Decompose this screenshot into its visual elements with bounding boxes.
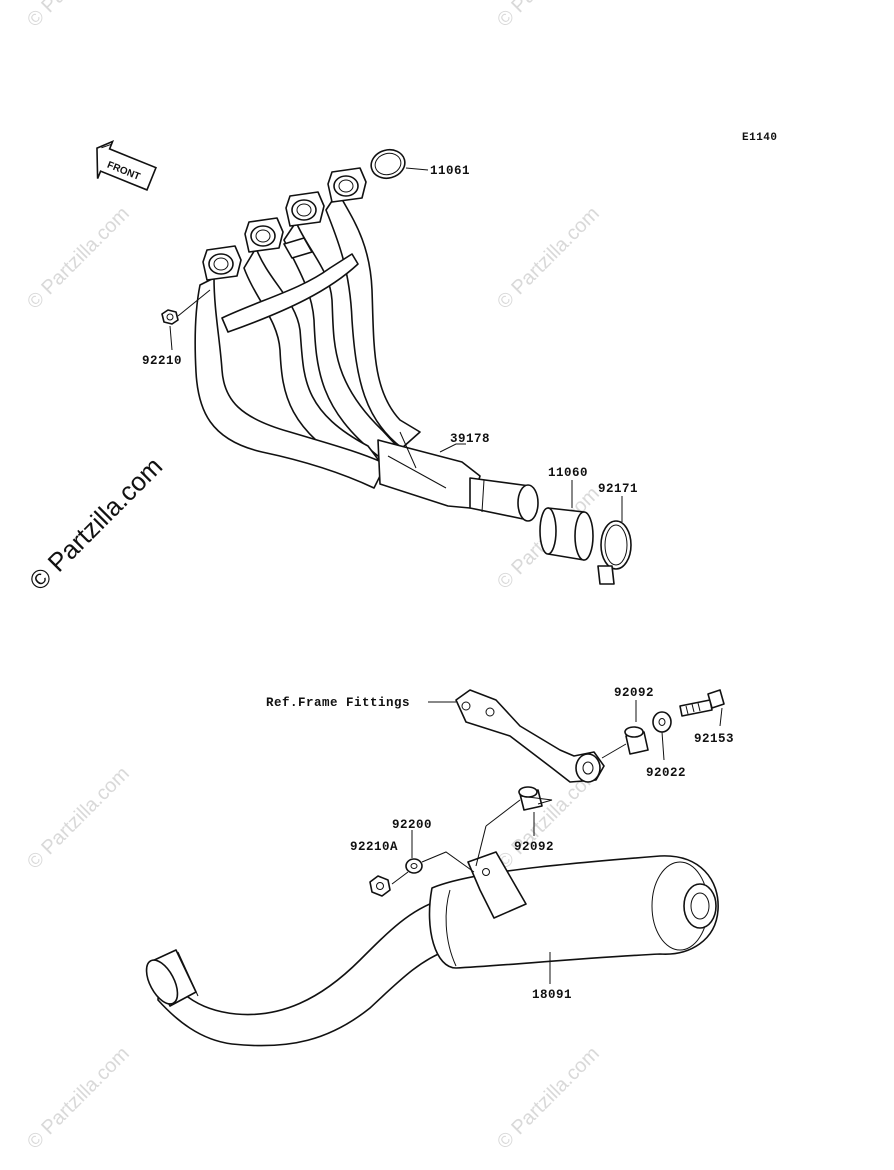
bolt xyxy=(679,689,725,717)
callout-92092-bottom[interactable]: 92092 xyxy=(514,840,554,854)
callout-92200[interactable]: 92200 xyxy=(392,818,432,832)
watermark: © Partzilla.com xyxy=(23,1043,134,1154)
callout-18091[interactable]: 18091 xyxy=(532,988,572,1002)
callout-92210A[interactable]: 92210A xyxy=(350,840,398,854)
exhaust-sleeve-gasket xyxy=(539,507,594,561)
front-arrow-icon: FRONT xyxy=(96,140,157,191)
callout-92022[interactable]: 92022 xyxy=(646,766,686,780)
exhaust-header-pipes xyxy=(194,191,421,489)
washer xyxy=(652,711,672,733)
callout-11060[interactable]: 11060 xyxy=(548,466,588,480)
watermark: © Partzilla.com xyxy=(23,203,134,314)
watermark: © Partzilla.com xyxy=(493,1043,604,1154)
muffler-nut xyxy=(369,875,391,897)
gasket-ring xyxy=(370,148,406,180)
frame-bracket xyxy=(455,689,605,783)
watermark: © Partzilla.com xyxy=(23,763,134,874)
exhaust-clamp xyxy=(597,520,632,585)
flange-nut xyxy=(161,309,179,325)
exhaust-flanges xyxy=(202,167,367,281)
diagram-code: E1140 xyxy=(742,132,778,144)
callout-92171[interactable]: 92171 xyxy=(598,482,638,496)
watermark: © Partzilla.com xyxy=(493,0,604,32)
callout-92210[interactable]: 92210 xyxy=(142,354,182,368)
callout-ref-frame-fittings[interactable]: Ref.Frame Fittings xyxy=(266,696,410,710)
rubber-grommet xyxy=(624,726,649,755)
muffler-washer xyxy=(405,858,423,874)
callout-92153[interactable]: 92153 xyxy=(694,732,734,746)
callout-labels: 11061 92210 39178 11060 92171 Ref.Frame … xyxy=(142,164,734,1002)
callout-11061[interactable]: 11061 xyxy=(430,164,470,178)
exhaust-collector xyxy=(377,431,539,522)
watermark: © Partzilla.com xyxy=(23,0,134,32)
watermark: © Partzilla.com xyxy=(493,203,604,314)
callout-92092-top[interactable]: 92092 xyxy=(614,686,654,700)
muffler xyxy=(145,851,719,1047)
lower-leader-lines xyxy=(391,700,723,984)
upper-leader-lines xyxy=(169,167,623,522)
callout-39178[interactable]: 39178 xyxy=(450,432,490,446)
watermark-large: © Partzilla.com xyxy=(23,451,168,596)
